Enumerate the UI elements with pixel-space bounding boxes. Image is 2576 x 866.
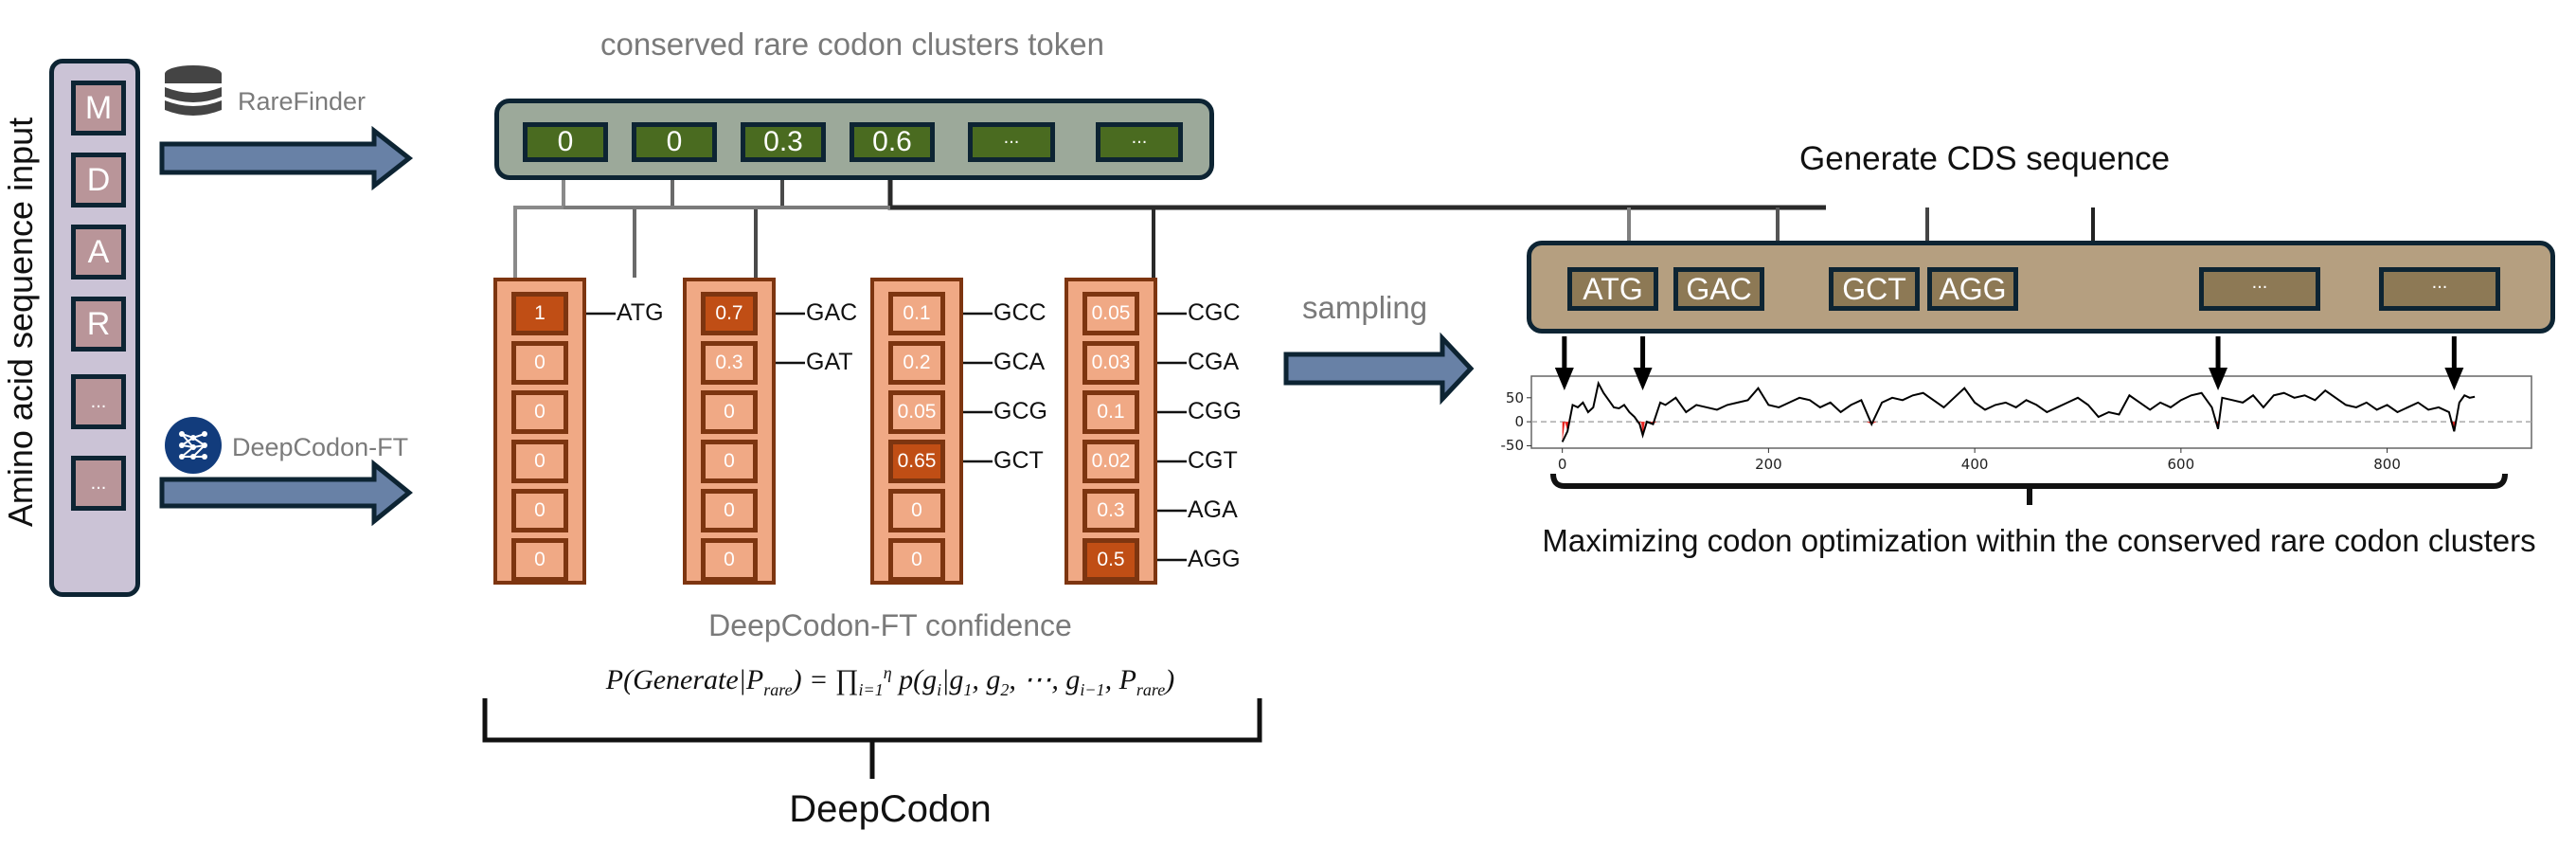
rare-region-fill (1640, 422, 1645, 436)
cds-codon: ... (2199, 267, 2320, 311)
confidence-cell: 1 (511, 292, 568, 335)
neural-network-icon (165, 417, 222, 474)
residue-box: R (71, 297, 126, 352)
residue-box: M (71, 81, 126, 135)
codon-label: ATG (617, 299, 664, 326)
confidence-column: 0.1 0.2 0.05 0.65 0 0 (870, 278, 963, 585)
rare-cluster-arrowhead (1633, 368, 1653, 390)
confidence-cell: 0.2 (888, 341, 945, 385)
x-tick-label: 800 (2373, 456, 2401, 473)
codon-label: CGG (1188, 398, 1242, 424)
codon-label: AGG (1188, 546, 1241, 572)
deepcodon-label: DeepCodon (789, 788, 992, 830)
codon-label: GAT (806, 349, 853, 375)
cds-codon: AGG (1927, 267, 2018, 311)
series-line (1561, 380, 2476, 442)
confidence-cell: 0.1 (1082, 390, 1139, 434)
codon-label: GAC (806, 299, 858, 326)
cds-codon: ATG (1567, 267, 1658, 311)
confidence-cell: 0.03 (1082, 341, 1139, 385)
confidence-cell: 0 (511, 538, 568, 582)
y-tick-label: 50 (1505, 388, 1524, 406)
codon-label: GCG (993, 398, 1047, 424)
cds-title: Generate CDS sequence (1799, 140, 2171, 177)
deepcodon-ft-arrow (159, 459, 413, 527)
confidence-title: DeepCodon-FT confidence (708, 608, 1072, 642)
y-tick-label: 0 (1514, 413, 1524, 431)
optimization-caption: Maximizing codon optimization within the… (1542, 523, 2536, 558)
deepcodon-bracket (482, 698, 1262, 779)
plot-frame (1530, 375, 2532, 449)
confidence-cell: 0 (701, 440, 758, 483)
deepcodon-ft-label: DeepCodon-FT (232, 433, 409, 461)
sampling-arrow (1283, 332, 1475, 406)
token-cell: 0.6 (850, 122, 935, 162)
cds-codon: GCT (1829, 267, 1920, 311)
residue-box: ... (71, 374, 126, 429)
y-tick-label: -50 (1500, 437, 1525, 455)
codon-label: GCT (993, 447, 1044, 474)
rarefinder-arrow (159, 125, 414, 191)
residue-box: D (71, 153, 126, 207)
x-tick-label: 0 (1557, 456, 1567, 473)
database-icon (165, 65, 222, 116)
rare-cluster-arrowhead (2444, 368, 2464, 390)
confidence-cell: 0.05 (1082, 292, 1139, 335)
confidence-cell: 0 (511, 489, 568, 532)
token-cell: 0 (632, 122, 717, 162)
confidence-cell: 0.05 (888, 390, 945, 434)
token-cell: 0.3 (741, 122, 826, 162)
token-bar-title: conserved rare codon clusters token (600, 27, 1104, 62)
confidence-cell: 0 (888, 538, 945, 582)
token-cell: ... (968, 122, 1055, 162)
amino-acid-panel: M D A R ... ... (49, 59, 140, 597)
residue-box: A (71, 225, 126, 280)
rare-codon-token-bar: 0 0 0.3 0.6 ... ... (494, 99, 1214, 180)
confidence-column: 0.7 0.3 0 0 0 0 (683, 278, 776, 585)
cds-sequence-bar: ATG GAC GCT AGG ... ... (1527, 241, 2555, 334)
codon-label: GCC (993, 299, 1046, 326)
confidence-column: 0.05 0.03 0.1 0.02 0.3 0.5 (1064, 278, 1157, 585)
confidence-cell: 0.65 (888, 440, 945, 483)
codon-label: CGT (1188, 447, 1238, 474)
sampling-label: sampling (1302, 290, 1428, 325)
input-axis-label: Amino acid sequence input (1, 117, 40, 528)
confidence-column: 1 0 0 0 0 0 (493, 278, 586, 585)
probability-formula: P(Generate|Prare) = ∏i=1η p(gi|g1, g2, ⋯… (492, 663, 1288, 700)
rare-cluster-arrowhead (1554, 368, 1574, 390)
confidence-cell: 0 (511, 390, 568, 434)
residue-box: ... (71, 456, 126, 511)
confidence-cell: 0.1 (888, 292, 945, 335)
rarefinder-label: RareFinder (238, 87, 367, 116)
rare-cluster-arrowhead (2209, 368, 2228, 390)
formula-text: P(Generate|Prare) = ∏i=1η p(gi|g1, g2, ⋯… (605, 663, 1175, 699)
confidence-cell: 0 (888, 489, 945, 532)
confidence-cell: 0.7 (701, 292, 758, 335)
x-tick-label: 200 (1755, 456, 1782, 473)
x-tick-label: 400 (1960, 456, 1989, 473)
codon-usage-chart (1527, 336, 2532, 453)
rare-region-fill (1562, 422, 1565, 442)
token-cell: ... (1096, 122, 1183, 162)
caption-bracket (1550, 473, 2508, 505)
x-tick-label: 600 (2167, 456, 2195, 473)
confidence-cell: 0.02 (1082, 440, 1139, 483)
confidence-cell: 0 (701, 489, 758, 532)
confidence-cell: 0 (701, 538, 758, 582)
cds-codon: ... (2379, 267, 2500, 311)
codon-label: AGA (1188, 496, 1238, 523)
confidence-cell: 0 (511, 341, 568, 385)
confidence-cell: 0.5 (1082, 538, 1139, 582)
codon-label: CGA (1188, 349, 1240, 375)
confidence-cell: 0.3 (701, 341, 758, 385)
cds-codon: GAC (1673, 267, 1764, 311)
codon-label: CGC (1188, 299, 1241, 326)
confidence-cell: 0.3 (1082, 489, 1139, 532)
confidence-cell: 0 (701, 390, 758, 434)
codon-label: GCA (993, 349, 1046, 375)
confidence-cell: 0 (511, 440, 568, 483)
token-cell: 0 (523, 122, 608, 162)
